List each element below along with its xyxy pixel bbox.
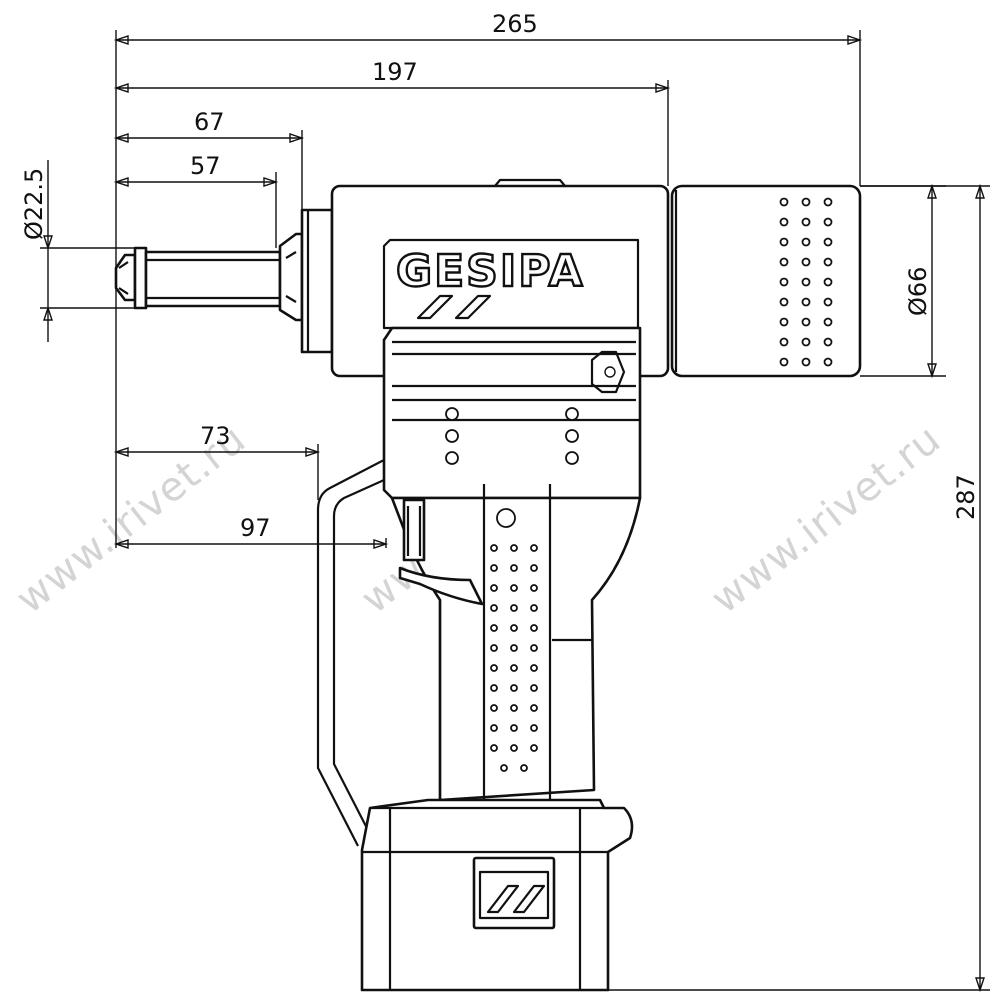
dim-287-label: 287 [952, 474, 980, 520]
dim-66-label: Ø66 [904, 267, 932, 316]
dim-265-label: 265 [492, 10, 538, 38]
collar [300, 208, 334, 354]
dim-body-length: 197 [113, 58, 671, 93]
dim-22-5-label: Ø22.5 [20, 168, 48, 240]
dim-73: 73 [113, 422, 321, 457]
dim-57-label: 57 [190, 152, 221, 180]
handle-grip [390, 484, 642, 802]
grip-texture [490, 544, 538, 772]
dim-overall-height: 287 [608, 183, 990, 993]
dim-67: 67 [113, 108, 305, 143]
dim-nose-diameter: Ø22.5 [20, 160, 146, 342]
motor-housing [670, 184, 862, 378]
dim-overall-length: 265 [113, 10, 863, 45]
dim-57: 57 [113, 152, 279, 187]
brand-logo: GESIPA [396, 246, 585, 297]
dim-motor-diameter: Ø66 [860, 183, 946, 379]
dim-197-label: 197 [372, 58, 418, 86]
dim-97-label: 97 [240, 514, 271, 542]
nose-piece [114, 232, 304, 322]
dim-67-label: 67 [194, 108, 225, 136]
battery-pack [360, 798, 634, 992]
watermark-right: www.irivet.ru [703, 416, 950, 623]
tool-outline: GESIPA [114, 178, 862, 992]
dim-73-label: 73 [200, 422, 231, 450]
dim-97: 97 [113, 514, 389, 549]
dimension-lines: 265 197 67 57 Ø22.5 [20, 10, 990, 993]
vent-holes [779, 197, 833, 367]
trigger [398, 498, 484, 606]
hand-guard [316, 459, 385, 847]
upper-block [382, 326, 642, 500]
